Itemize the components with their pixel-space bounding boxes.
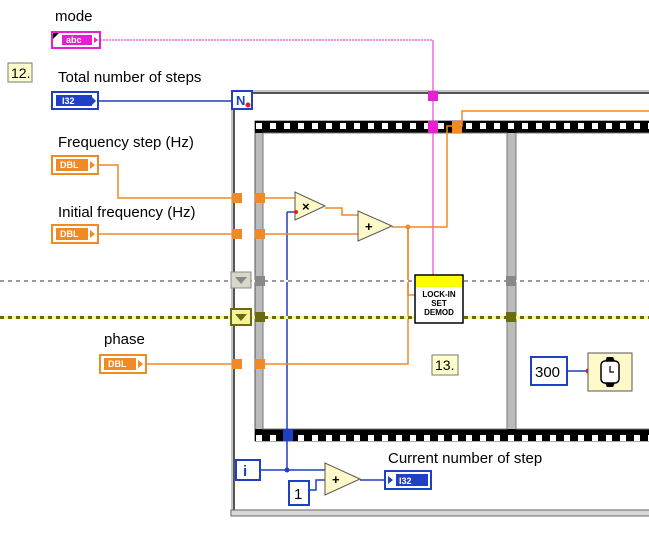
total-steps-type: I32 [62, 96, 75, 106]
loop-count-text: N [236, 93, 245, 108]
subvi-line-1: LOCK-IN [422, 290, 456, 299]
string-tunnel [428, 91, 438, 101]
increment-add-node[interactable]: + [324, 462, 362, 496]
error-frame-tunnel [506, 312, 516, 322]
string-sequence-tunnel [428, 121, 438, 133]
freq-step-label: Frequency step (Hz) [58, 134, 194, 151]
indicator-type: I32 [399, 476, 412, 486]
svg-text:+: + [365, 219, 373, 234]
multiply-node[interactable]: × [294, 191, 327, 221]
string-wire [100, 39, 434, 275]
refnum-frame-tunnel [506, 276, 516, 286]
wait-value: 300 [535, 364, 560, 381]
error-wire [0, 316, 649, 319]
mode-type: abc [66, 35, 82, 45]
loop-count-terminal[interactable]: N [231, 90, 253, 110]
constant-one[interactable]: 1 [288, 480, 310, 506]
indicator-label: Current number of step [388, 450, 542, 467]
iteration-terminal[interactable]: i [235, 459, 261, 481]
mode-control[interactable]: abc [51, 31, 101, 49]
freq-out-tunnel [452, 121, 462, 133]
phase-label: phase [104, 331, 145, 348]
mode-label: mode [55, 8, 93, 25]
add-node[interactable]: + [357, 210, 394, 242]
iteration-text: i [243, 463, 247, 480]
freq-step-control[interactable]: DBL [51, 155, 99, 175]
step-12-text: 12. [11, 65, 30, 81]
wait-ms-node[interactable] [587, 352, 633, 392]
index-sequence-tunnel [283, 429, 293, 441]
subvi-line-2: SET [431, 299, 447, 308]
init-freq-control[interactable]: DBL [51, 224, 99, 244]
float-tunnels [232, 193, 265, 369]
step-13-note: 13. [431, 354, 459, 376]
wait-constant[interactable]: 300 [530, 356, 568, 386]
refnum-tunnel [255, 276, 265, 286]
total-steps-control[interactable]: I32 [51, 91, 99, 110]
refnum-wire [0, 280, 649, 282]
step-13-text: 13. [435, 357, 454, 373]
current-step-indicator: I32 [384, 470, 432, 490]
subvi-line-3: DEMOD [424, 308, 454, 317]
init-freq-type: DBL [60, 229, 79, 239]
phase-type: DBL [108, 359, 127, 369]
lockin-set-demod-subvi[interactable]: LOCK-IN SET DEMOD [414, 274, 464, 324]
for-loop [230, 90, 649, 517]
svg-text:×: × [302, 199, 310, 214]
svg-text:+: + [332, 472, 340, 487]
constant-one-text: 1 [294, 486, 302, 503]
step-12-note: 12. [7, 62, 33, 83]
error-tunnel [255, 312, 265, 322]
init-freq-label: Initial frequency (Hz) [58, 204, 196, 221]
freq-step-type: DBL [60, 160, 79, 170]
total-steps-label: Total number of steps [58, 69, 201, 86]
phase-control[interactable]: DBL [99, 354, 147, 374]
